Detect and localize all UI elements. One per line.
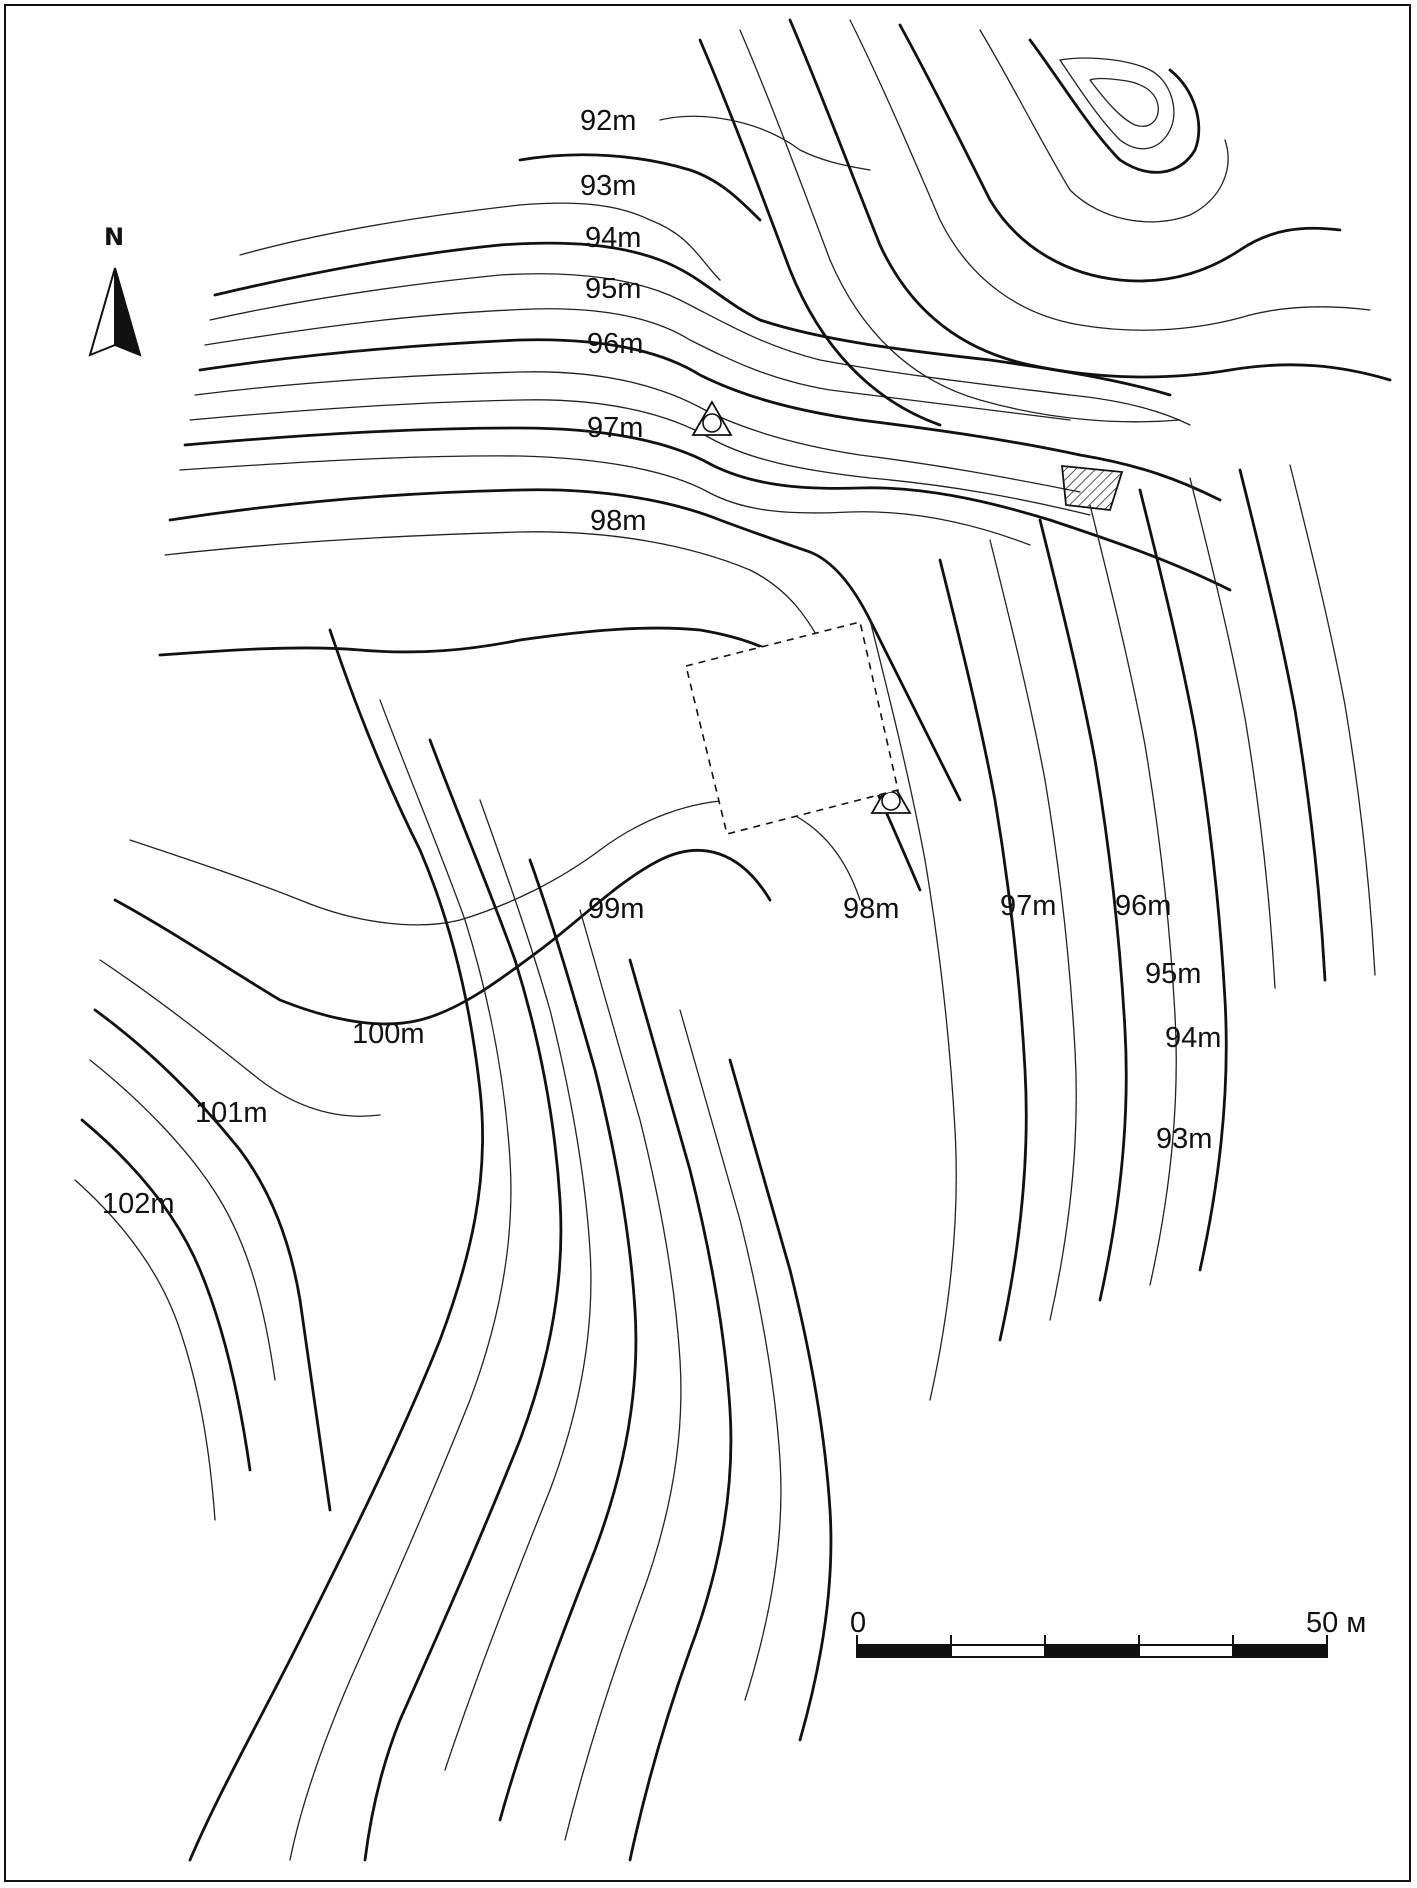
scale-bar-segment [1044, 1644, 1140, 1658]
hatched-structure-icon [1060, 464, 1124, 511]
north-arrow-icon [88, 267, 142, 357]
elevation-label-98b: 98m [843, 893, 899, 925]
elevation-label-94: 94m [585, 222, 641, 254]
north-label: N [104, 223, 124, 251]
elevation-label-98: 98m [590, 505, 646, 537]
map-frame [4, 4, 1411, 1882]
elevation-label-100: 100m [352, 1018, 425, 1050]
elevation-label-102: 102m [102, 1188, 175, 1220]
elevation-label-93b: 93m [1156, 1123, 1212, 1155]
elevation-label-97: 97m [587, 412, 643, 444]
elevation-label-95b: 95m [1145, 958, 1201, 990]
elevation-label-93: 93m [580, 170, 636, 202]
survey-point-icon [870, 778, 912, 814]
elevation-label-96: 96m [587, 328, 643, 360]
scale-bar-start-label: 0 [850, 1607, 866, 1639]
survey-point-icon [691, 400, 733, 436]
elevation-label-95: 95m [585, 273, 641, 305]
elevation-labels: 92m 93m 94m 95m 96m 97m 98m 99m 98m 97m … [102, 105, 1221, 1220]
elevation-label-97b: 97m [1000, 890, 1056, 922]
elevation-label-99: 99m [588, 893, 644, 925]
contour-lines [74, 18, 1392, 1862]
scale-bar-segment [950, 1644, 1046, 1658]
scale-bar-segment [1232, 1644, 1328, 1658]
scale-bar-segment [856, 1644, 952, 1658]
scale-bar-end-label: 50 м [1306, 1607, 1366, 1639]
scale-bar-segments [856, 1635, 1328, 1658]
scale-bar-segment [1138, 1644, 1234, 1658]
elevation-label-94b: 94m [1165, 1022, 1221, 1054]
elevation-label-101: 101m [195, 1097, 268, 1129]
dashed-excavation-outline [685, 621, 899, 835]
scale-bar: 0 50 м [850, 1607, 1366, 1658]
elevation-label-96b: 96m [1115, 890, 1171, 922]
elevation-label-92: 92m [580, 105, 636, 137]
